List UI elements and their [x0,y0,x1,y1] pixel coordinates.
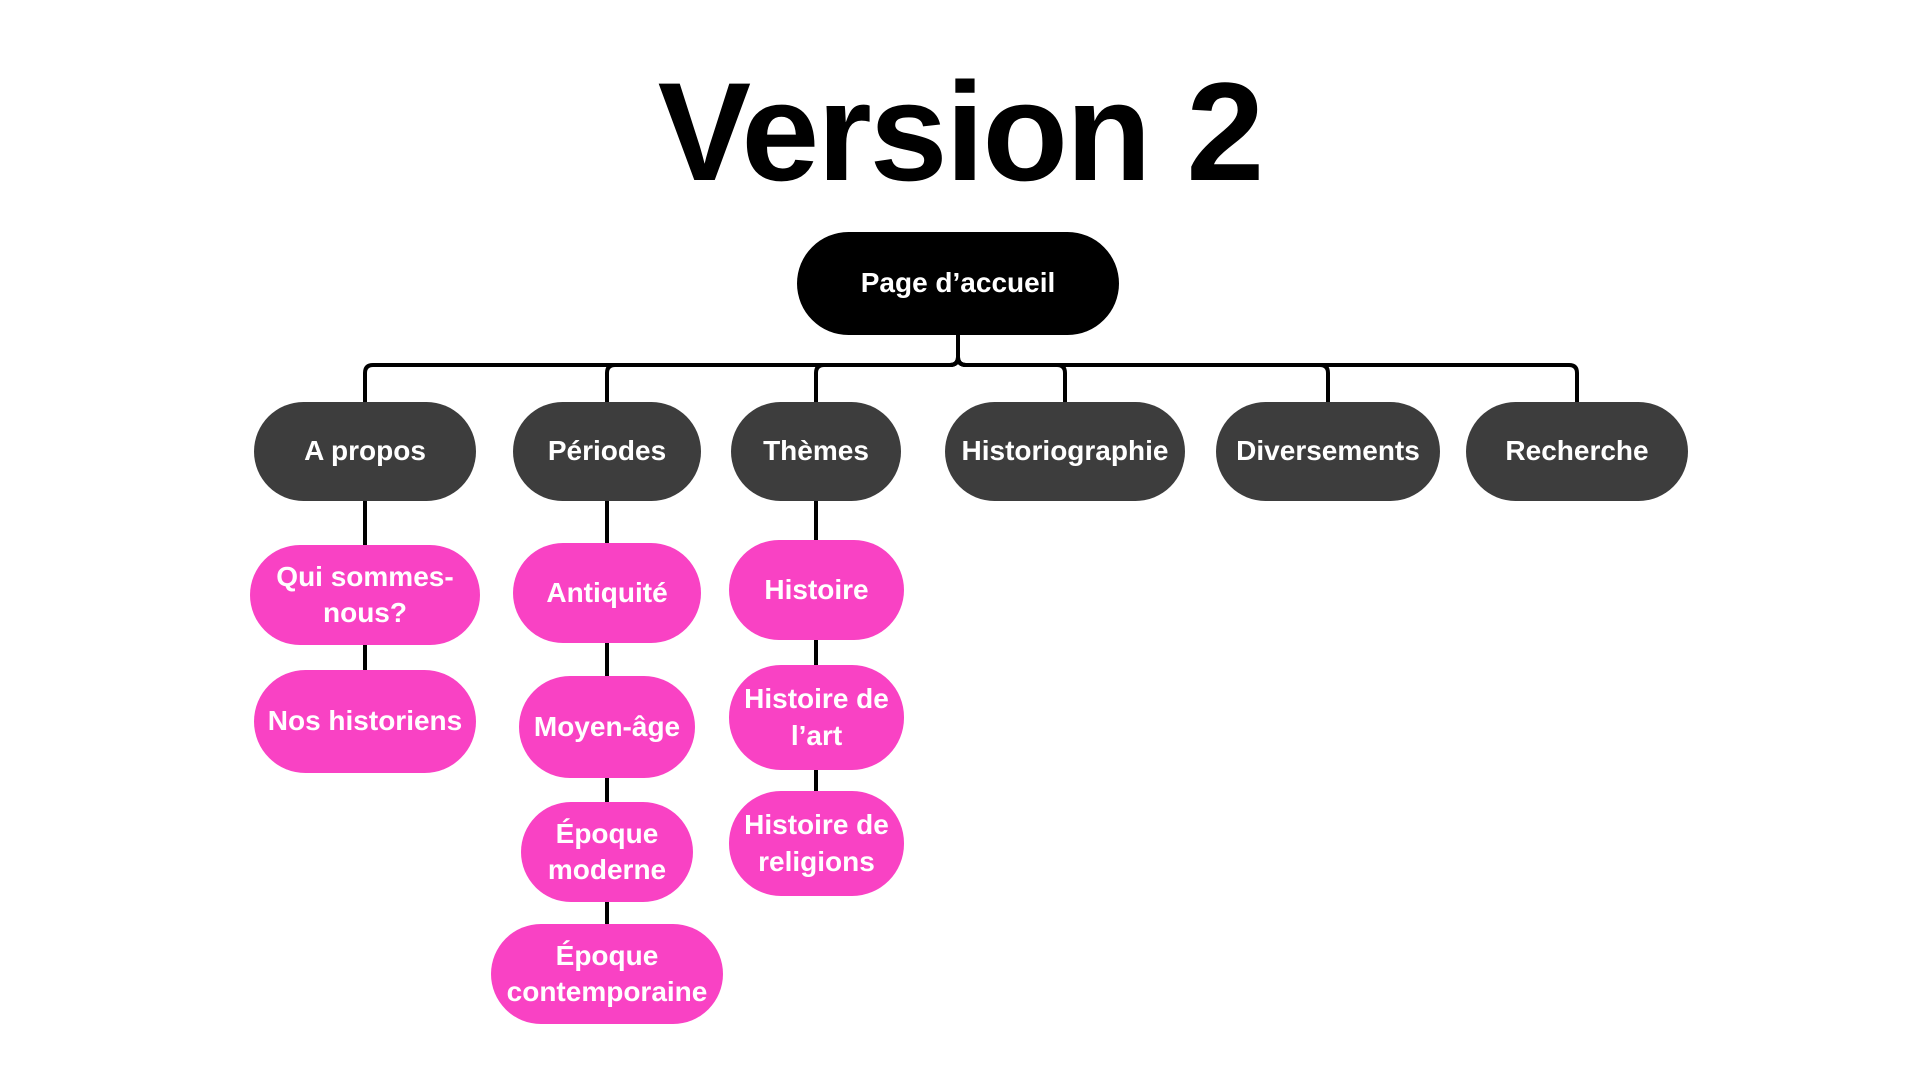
node-label: Périodes [547,435,667,467]
node-label: Nos historiens [267,705,463,737]
node-label: Thèmes [763,435,869,467]
node-label: A propos [304,435,426,467]
node-qui-sommes-nous[interactable]: Qui sommes-nous? [250,545,480,645]
node-label: Époque contemporaine [506,939,708,1007]
connector-root-historiographie [956,325,1067,410]
node-epoque-contemporaine[interactable]: Époque contemporaine [491,924,723,1024]
node-label: Diversements [1236,435,1420,467]
node-themes[interactable]: Thèmes [731,402,901,501]
connector-root-recherche [956,325,1579,410]
node-diversements[interactable]: Diversements [1216,402,1440,501]
node-label: Histoire de religions [744,809,889,877]
node-moyen-age[interactable]: Moyen-âge [519,676,695,778]
node-page-daccueil[interactable]: Page d’accueil [797,232,1119,335]
node-histoire[interactable]: Histoire [729,540,904,640]
node-label: Histoire [764,573,869,605]
node-antiquite[interactable]: Antiquité [513,543,701,643]
node-recherche[interactable]: Recherche [1466,402,1688,501]
node-label: Époque moderne [547,817,667,885]
diagram-title: Version 2 [657,53,1265,210]
node-label: Page d’accueil [860,267,1056,299]
node-label: Qui sommes-nous? [276,560,454,628]
node-label: Histoire de l’art [744,683,889,751]
node-label: Moyen-âge [533,710,681,742]
node-nos-historiens[interactable]: Nos historiens [254,670,476,773]
node-histoire-de-religions[interactable]: Histoire de religions [729,791,904,896]
node-periodes[interactable]: Périodes [513,402,701,501]
node-epoque-moderne[interactable]: Époque moderne [521,802,693,902]
node-histoire-de-lart[interactable]: Histoire de l’art [729,665,904,770]
node-label: Recherche [1505,435,1649,467]
connector-root-a-propos [363,325,960,410]
node-label: Historiographie [961,435,1169,467]
node-label: Antiquité [546,576,668,608]
connector-root-themes [814,325,960,410]
node-historiographie[interactable]: Historiographie [945,402,1185,501]
connector-root-diversements [956,325,1330,410]
connector-root-periodes [605,325,960,410]
node-a-propos[interactable]: A propos [254,402,476,501]
